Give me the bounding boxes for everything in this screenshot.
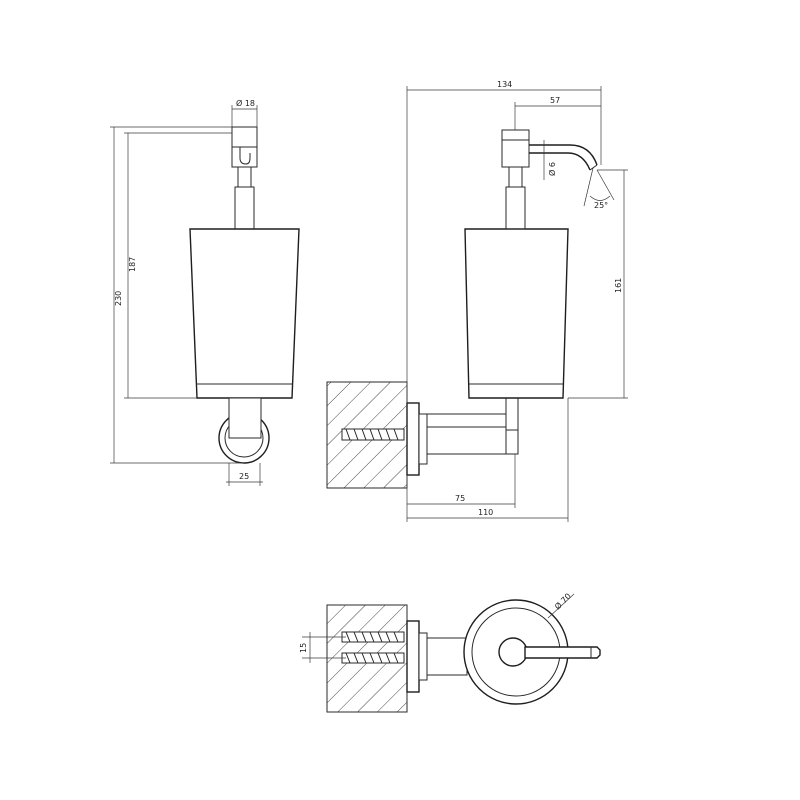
side-spout-top [529,144,598,166]
dim-height-total: 230 [114,291,123,306]
side-stem [505,186,526,230]
top-arm [426,637,468,676]
front-view: Ø 18 230 187 25 [110,98,300,486]
side-holder [505,397,519,455]
side-pump-head [501,129,530,168]
dim-diameter-top: Ø 18 [236,98,255,108]
side-arm [426,413,507,455]
dim-depth-total: 110 [478,508,493,517]
top-pump [498,637,528,667]
front-pump-head [231,126,258,148]
dim-spout-angle: 25° [594,201,608,210]
dim-height-side: 161 [614,278,623,293]
top-wall-plate [406,620,420,693]
dim-bottle-diameter: Ø 70 [552,591,573,612]
dim-wall-offset: 75 [455,494,465,503]
top-spout [524,646,601,659]
dim-spout-diameter: Ø 6 [547,162,557,176]
front-stem-upper [237,166,252,188]
side-view: 134 57 Ø 6 25° 161 75 110 [326,80,628,522]
front-nozzle [239,147,251,165]
side-spout-bottom [529,152,591,171]
dim-anchor-spacing: 15 [299,643,308,653]
dim-width-bottom: 25 [239,472,249,481]
top-plate-collar [418,632,428,681]
front-bottle [189,228,300,399]
side-wall-plate [406,402,420,476]
top-view: Ø 70 15 [299,591,601,713]
front-stem [234,186,255,230]
side-plate-collar [418,413,428,465]
front-bracket-arm [228,397,262,439]
dim-width-total: 134 [497,80,512,89]
side-bottle [464,228,569,399]
dim-height-body: 187 [128,257,137,272]
side-stem-upper [508,166,523,188]
side-anchor [341,428,405,441]
dim-spout-reach: 57 [550,96,560,105]
